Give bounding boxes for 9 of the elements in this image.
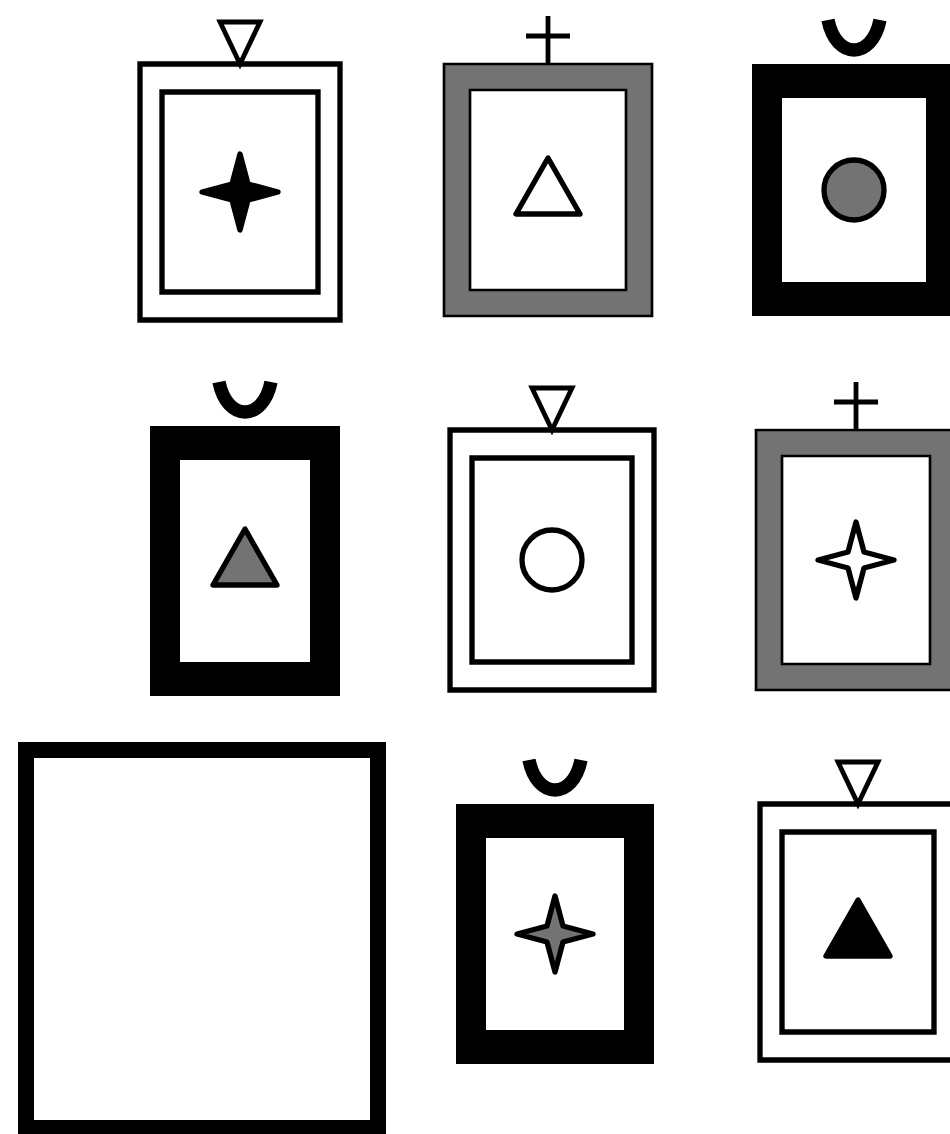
pendant-drawing (137, 19, 343, 323)
pendant-drawing (752, 18, 950, 316)
answer-box (18, 742, 386, 1134)
pendant-drawing (447, 385, 657, 693)
pendant-drawing (757, 759, 950, 1063)
pendant-drawing (456, 758, 654, 1064)
pendant-drawing (442, 16, 654, 318)
pendant-drawing (754, 382, 950, 692)
pendant-drawing (150, 380, 340, 696)
